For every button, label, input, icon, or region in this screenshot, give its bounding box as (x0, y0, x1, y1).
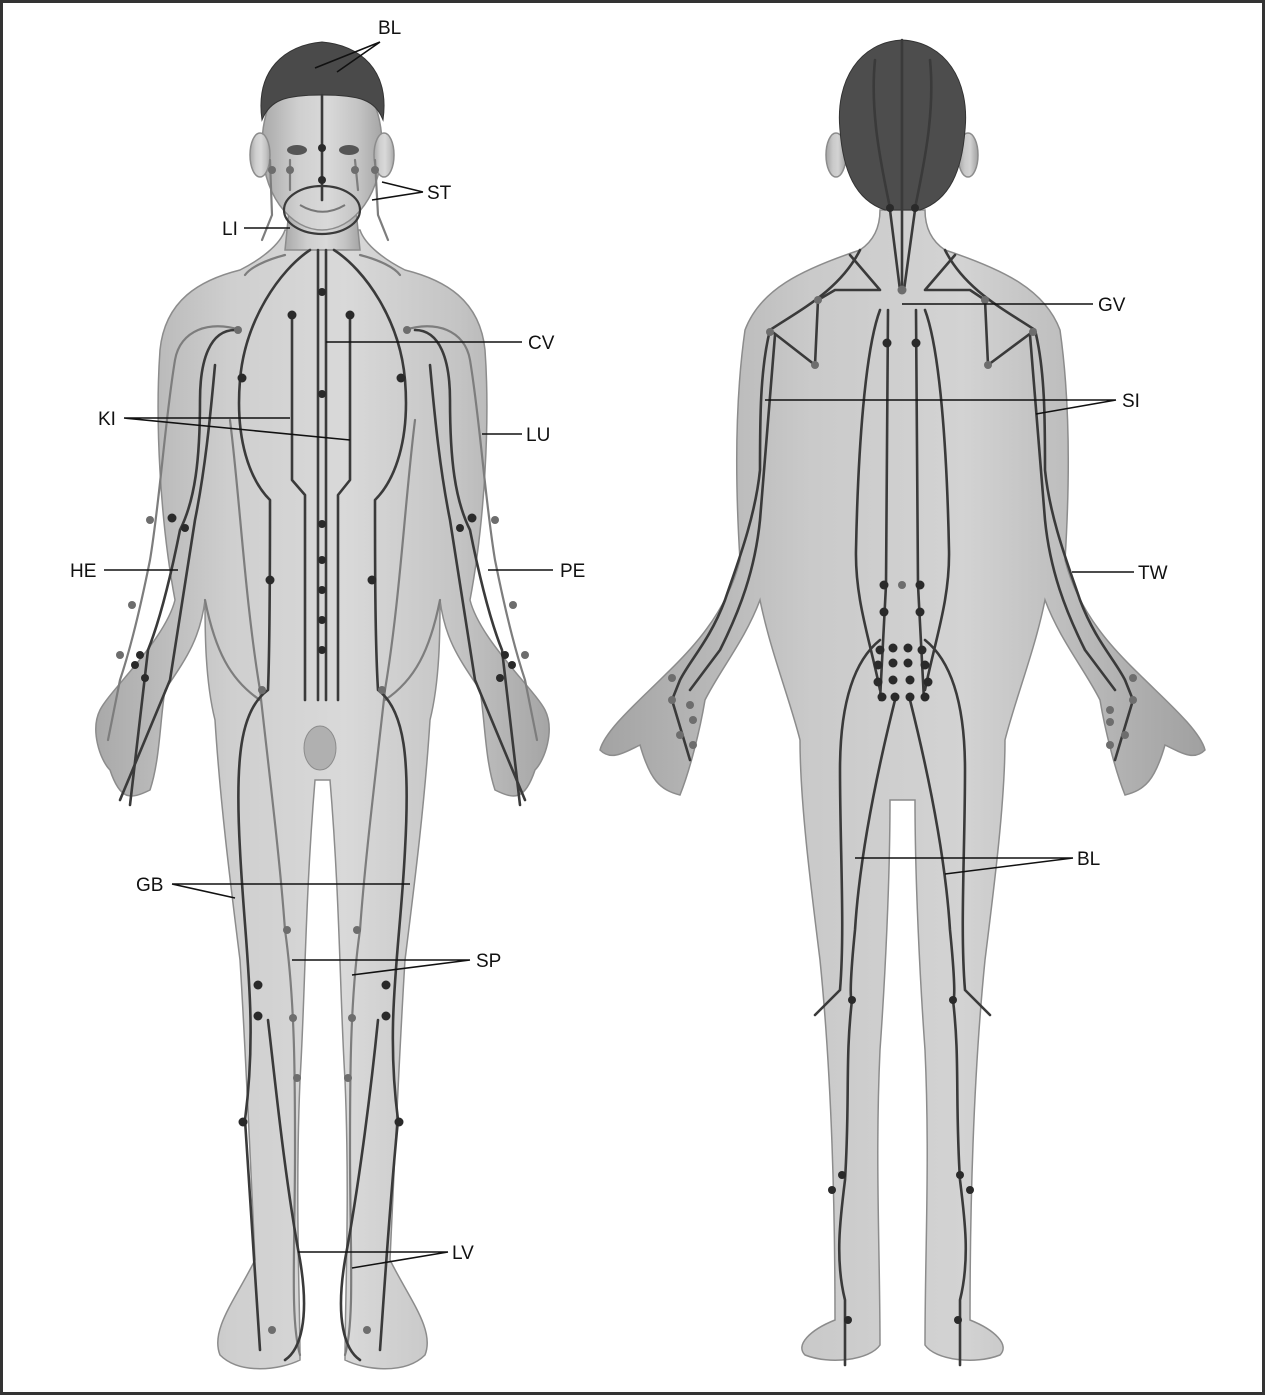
label-cv: CV (528, 333, 555, 354)
label-sp: SP (476, 951, 501, 972)
label-gv: GV (1098, 295, 1126, 316)
label-st: ST (427, 183, 452, 204)
label-ki: KI (98, 409, 116, 430)
label-pe: PE (560, 561, 585, 582)
label-lv: LV (452, 1243, 474, 1264)
label-he: HE (70, 561, 96, 582)
label-lu: LU (526, 425, 550, 446)
label-bl-front: BL (378, 18, 401, 39)
label-tw: TW (1138, 563, 1168, 584)
label-bl-back: BL (1077, 849, 1100, 870)
label-gb: GB (136, 875, 163, 896)
label-si: SI (1122, 391, 1140, 412)
label-li: LI (222, 219, 238, 240)
